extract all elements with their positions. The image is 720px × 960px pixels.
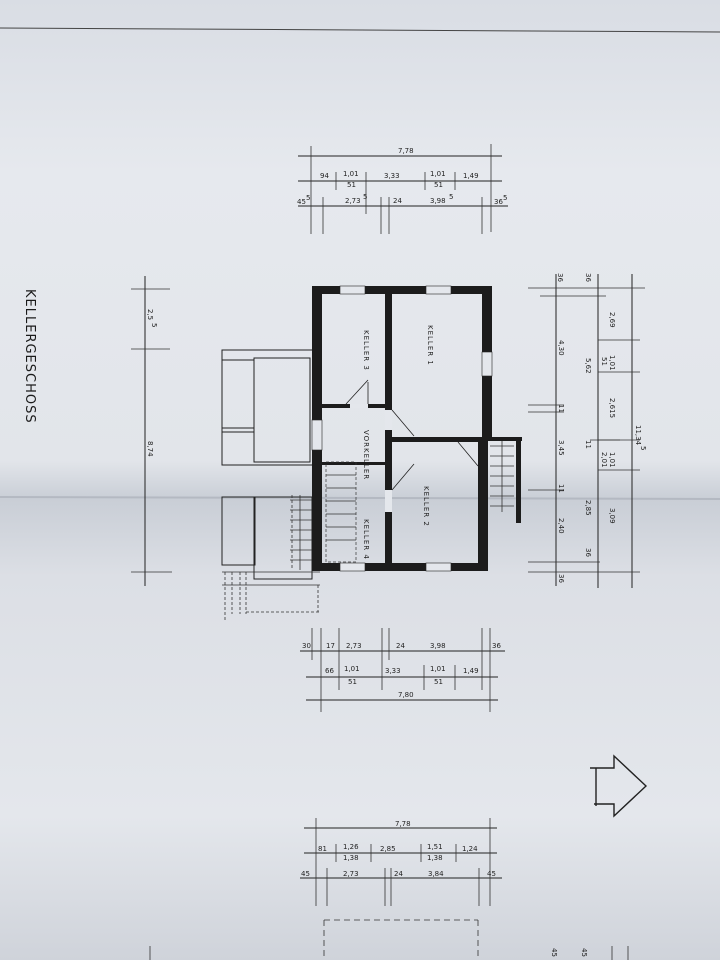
top-dim-398: 3,98 [430, 197, 446, 205]
bot-dim-24: 24 [396, 642, 405, 650]
bot-dim-51b: 51 [434, 678, 443, 686]
top-dim-94: 94 [320, 172, 329, 180]
left-dimension-chain: 2,5 5 8,74 [131, 276, 172, 586]
low-dim-124: 1,24 [462, 845, 478, 853]
top-dim-333: 3,33 [384, 172, 400, 180]
top-dim-45: 45 [297, 198, 306, 206]
right-dimension-chains: 36 4,30 11 3,45 11 2,40 36 36 5,62 11 2,… [528, 273, 647, 588]
bottom-dimension-chain: 30 17 2,73 24 3,98 36 66 1,01 51 3,33 1,… [300, 628, 505, 712]
top-dim-24: 24 [393, 197, 402, 205]
low-dim-285: 2,85 [380, 845, 396, 853]
right-c1-11b: 11 [557, 484, 565, 493]
top-dim-total: 7,78 [398, 147, 414, 155]
low-dim-151: 1,51 [427, 843, 443, 851]
bot-dim-333: 3,33 [385, 667, 401, 675]
top-dim-36-sup: 5 [503, 194, 507, 202]
right-total: 11,34 [634, 425, 642, 446]
bot-dim-101a: 1,01 [344, 665, 360, 673]
floor-plan-walls [311, 285, 522, 572]
low-dim-81: 81 [318, 845, 327, 853]
top-dim-273-sup: 5 [363, 193, 367, 201]
left-dim-b: 8,74 [146, 441, 154, 457]
top-dim-398-sup: 5 [449, 193, 453, 201]
bot-dim-36: 36 [492, 642, 501, 650]
low-dim-24: 24 [394, 870, 403, 878]
right-c1-36b: 36 [557, 574, 565, 583]
right-c3-51: 51 [600, 357, 608, 366]
low-dim-384: 3,84 [428, 870, 444, 878]
right-c1-240: 2,40 [557, 518, 565, 534]
right-c2-36: 36 [584, 273, 592, 282]
bot-dim-17: 17 [326, 642, 335, 650]
low-dim-br-45b: 45 [580, 948, 588, 957]
right-c1-11a: 11 [557, 404, 565, 413]
low-dim-br-45a: 45 [550, 948, 558, 957]
top-dim-149: 1,49 [463, 172, 479, 180]
low-dim-total: 7,78 [395, 820, 411, 828]
lower-dimension-chain: 7,78 81 1,26 1,38 2,85 1,51 1,38 1,24 45… [149, 818, 629, 960]
bot-dim-51a: 51 [348, 678, 357, 686]
low-dim-126: 1,26 [343, 843, 359, 851]
right-c3-269: 2,69 [608, 312, 616, 328]
top-dim-101b: 1,01 [430, 170, 446, 178]
low-dim-138b: 1,38 [427, 854, 443, 862]
right-c3-2615: 2,615 [608, 398, 616, 418]
room-label-vorkeller: VORKELLER [362, 430, 370, 480]
room-label-keller-3: KELLER 3 [362, 330, 370, 371]
low-dim-138a: 1,38 [343, 854, 359, 862]
right-c3-101a: 1,01 [608, 355, 616, 371]
paper-fold [0, 496, 720, 500]
bot-dim-273: 2,73 [346, 642, 362, 650]
roof-section-symbol [590, 754, 648, 818]
drawing-title: KELLERGESCHOSS [22, 289, 37, 424]
top-border-line [0, 27, 720, 33]
right-c1-430: 4,30 [557, 340, 565, 356]
right-c3-201: 2,01 [600, 452, 608, 468]
right-c2-562: 5,62 [584, 358, 592, 374]
low-dim-45a: 45 [301, 870, 310, 878]
right-total-sup: 5 [639, 446, 647, 450]
left-dim-a-sup: 5 [150, 323, 158, 327]
top-dim-45-sup: 5 [306, 194, 310, 202]
room-label-keller-4: KELLER 4 [362, 519, 370, 560]
right-c1-36: 36 [556, 273, 564, 282]
room-label-keller-2: KELLER 2 [422, 486, 430, 527]
bot-dim-398: 3,98 [430, 642, 446, 650]
left-dim-a: 2,5 [146, 309, 154, 320]
bot-dim-total: 7,80 [398, 691, 414, 699]
right-c2-285: 2,85 [584, 500, 592, 516]
top-dim-36: 36 [494, 198, 503, 206]
top-dimension-chain: 7,78 94 1,01 51 3,33 1,01 51 1,49 45 5 2… [297, 144, 508, 234]
right-c2-36b: 36 [584, 548, 592, 557]
right-c3-101b: 1,01 [608, 452, 616, 468]
top-dim-273: 2,73 [345, 197, 361, 205]
bot-dim-149: 1,49 [463, 667, 479, 675]
room-label-keller-1: KELLER 1 [426, 325, 434, 366]
top-dim-51a: 51 [347, 181, 356, 189]
bot-dim-101b: 1,01 [430, 665, 446, 673]
low-dim-45b: 45 [487, 870, 496, 878]
bot-dim-66: 66 [325, 667, 334, 675]
right-c3-309: 3,09 [608, 508, 616, 524]
top-dim-101a: 1,01 [343, 170, 359, 178]
bot-dim-30: 30 [302, 642, 311, 650]
right-c2-11: 11 [584, 440, 592, 449]
right-c1-345: 3,45 [557, 440, 565, 456]
light-well-structures [221, 349, 320, 620]
low-dim-273: 2,73 [343, 870, 359, 878]
top-dim-51b: 51 [434, 181, 443, 189]
